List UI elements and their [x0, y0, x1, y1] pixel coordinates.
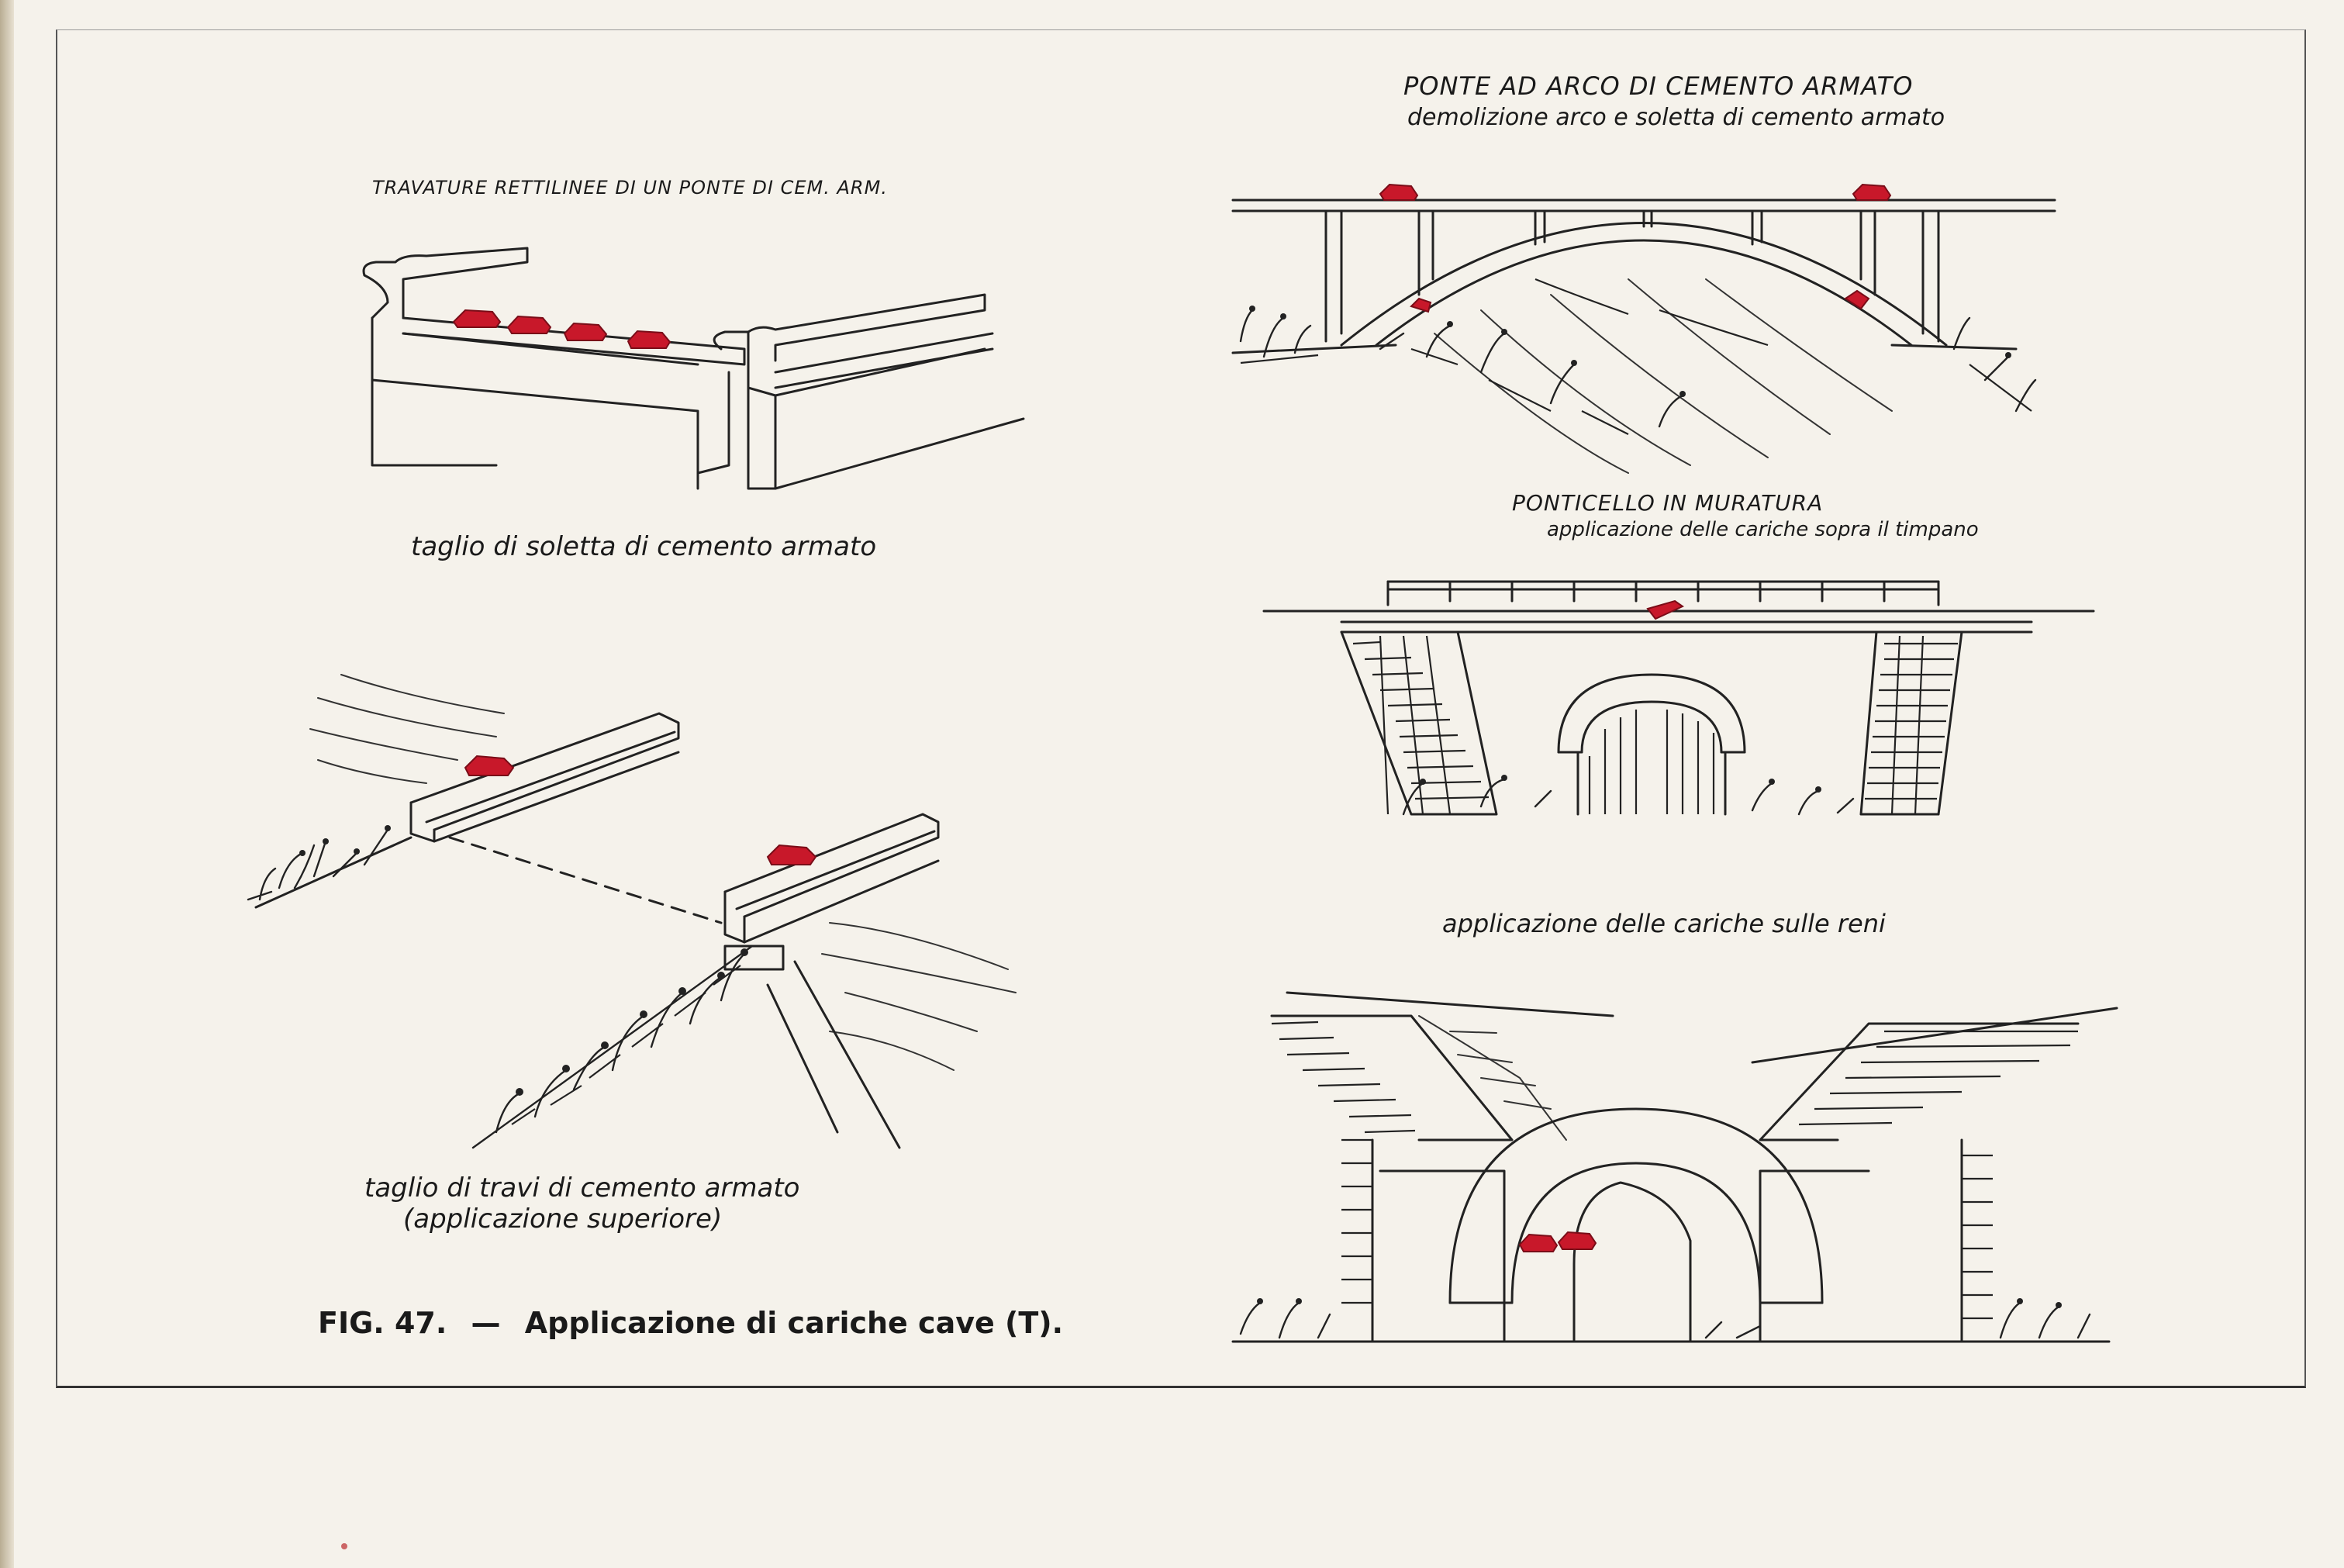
figure-number: FIG. 47.: [318, 1306, 447, 1340]
arch-bridge-heading: PONTE AD ARCO DI CEMENTO ARMATO: [1403, 71, 1914, 101]
figure-caption: FIG. 47. — Applicazione di cariche cave …: [318, 1306, 1077, 1340]
print-speck: [341, 1543, 347, 1549]
haunches-illustration: [1231, 991, 2118, 1343]
figure-frame: [56, 29, 2306, 1388]
straight-girders-heading: TRAVATURE RETTILINEE DI UN PONTE DI CEM.…: [372, 177, 888, 199]
figure-dash: —: [471, 1306, 501, 1340]
masonry-bridge-heading: PONTICELLO IN MURATURA: [1512, 490, 1824, 516]
beam-cut-caption-line1: taglio di travi di cemento armato: [364, 1173, 800, 1204]
beam-cut-illustration: [247, 674, 1017, 1149]
charge-group: [452, 309, 671, 349]
haunches-caption: applicazione delle cariche sulle reni: [1442, 909, 1886, 938]
masonry-bridge-illustration: [1262, 580, 2095, 816]
figure-title: Applicazione di cariche cave (T).: [524, 1306, 1064, 1340]
beam-cut-caption-line2: (applicazione superiore): [403, 1204, 723, 1235]
masonry-bridge-subheading: applicazione delle cariche sopra il timp…: [1547, 518, 1979, 541]
arch-bridge-subheading: demolizione arco e soletta di cemento ar…: [1407, 104, 1945, 131]
straight-girders-caption: taglio di soletta di cemento armato: [411, 531, 877, 562]
straight-girders-illustration: [362, 247, 1025, 490]
arch-bridge-illustration: [1231, 183, 2056, 474]
